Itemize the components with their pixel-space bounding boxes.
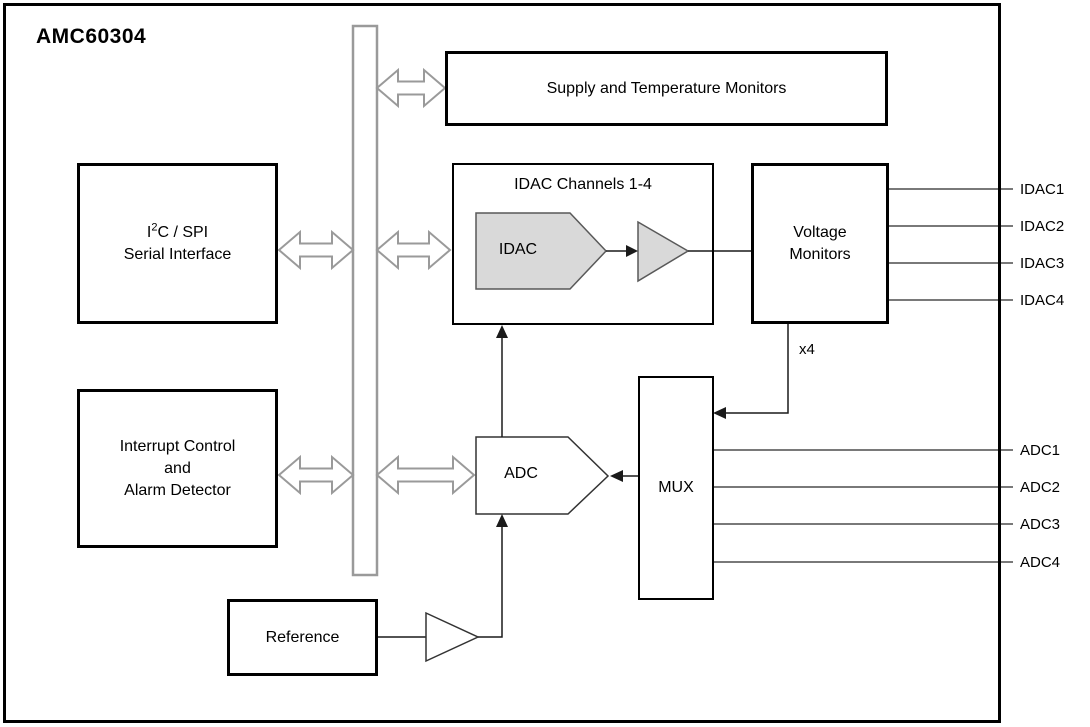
interrupt-control-label-line3: Alarm Detector <box>124 481 231 499</box>
pin-label-adc2: ADC2 <box>1020 479 1061 496</box>
mux-label: MUX <box>658 479 694 496</box>
x4-annotation: x4 <box>799 341 815 358</box>
serial-interface-label-line2: Serial Interface <box>123 245 232 263</box>
pin-label-idac2: IDAC2 <box>1020 218 1065 235</box>
arrowhead-mux-to-adc <box>610 470 623 482</box>
data-bus-bar <box>351 24 379 577</box>
voltage-monitors-block: Voltage Monitors <box>751 163 889 324</box>
reference-buffer-amp <box>425 611 480 663</box>
pin-label-idac4: IDAC4 <box>1020 292 1065 309</box>
interrupt-control-label-line2: and <box>164 459 191 477</box>
serial-interface-block: I2C / SPI Serial Interface <box>77 163 278 324</box>
bus-arrow-serial-right <box>375 229 452 271</box>
reference-block: Reference <box>227 599 378 676</box>
serial-interface-label-line1: I2C / SPI <box>146 221 209 241</box>
adc-pin-wires <box>714 449 1013 563</box>
interrupt-control-label-line1: Interrupt Control <box>119 437 236 455</box>
pin-label-adc1: ADC1 <box>1020 442 1061 459</box>
idac-buffer-amp <box>637 220 690 283</box>
arrowhead-reference-to-adc <box>496 514 508 527</box>
pin-label-adc4: ADC4 <box>1020 554 1061 571</box>
idac-shape-label: IDAC <box>498 241 538 258</box>
arrowhead-idac-to-amp <box>626 245 638 257</box>
bus-arrow-interrupt-left <box>277 454 355 496</box>
idac-dac-shape <box>475 212 608 290</box>
mux-block: MUX <box>638 376 714 600</box>
pin-label-idac3: IDAC3 <box>1020 255 1065 272</box>
voltage-monitors-label-line1: Voltage <box>793 223 847 241</box>
idac-channels-label: IDAC Channels 1-4 <box>514 176 652 193</box>
voltage-monitors-label-line2: Monitors <box>789 245 851 263</box>
idac-channels-block: IDAC Channels 1-4 <box>452 163 714 325</box>
pin-label-adc3: ADC3 <box>1020 516 1061 533</box>
bus-arrow-interrupt-right <box>375 454 476 496</box>
reference-label: Reference <box>265 628 340 646</box>
supply-temperature-monitors-label: Supply and Temperature Monitors <box>546 79 787 97</box>
arrowhead-voltage-monitors-to-mux <box>713 407 726 419</box>
wire-reference-to-adc <box>478 527 503 638</box>
adc-shape <box>475 436 610 515</box>
adc-shape-label: ADC <box>504 465 538 482</box>
chip-boundary <box>3 3 1001 723</box>
wire-voltage-monitors-to-mux <box>724 324 789 414</box>
arrowhead-adc-to-idac-group <box>496 325 508 338</box>
supply-temperature-monitors-block: Supply and Temperature Monitors <box>445 51 888 126</box>
chip-title: AMC60304 <box>36 25 147 48</box>
pin-label-idac1: IDAC1 <box>1020 181 1065 198</box>
bus-arrow-serial-left <box>277 229 355 271</box>
interrupt-control-block: Interrupt Control and Alarm Detector <box>77 389 278 548</box>
idac-pin-wires <box>889 188 1013 301</box>
